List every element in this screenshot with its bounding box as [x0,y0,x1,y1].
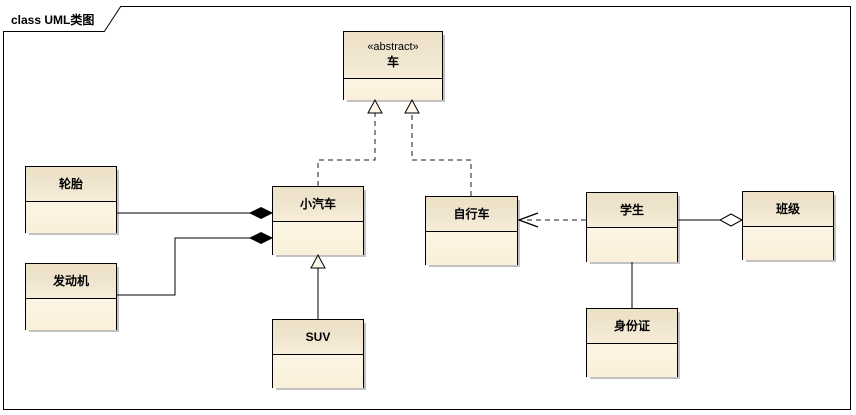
class-box-xuesheng[interactable]: 学生 [586,192,678,262]
class-stereotype-che: «abstract» [367,41,419,53]
class-box-luntai[interactable]: 轮胎 [25,166,117,233]
class-header-shenfenzheng: 身份证 [587,309,677,344]
class-box-zixingche[interactable]: 自行车 [425,196,518,265]
class-name-xiaoqiche: 小汽车 [299,197,336,211]
class-box-shenfenzheng[interactable]: 身份证 [586,308,678,377]
class-name-fadongji: 发动机 [52,274,89,288]
class-name-shenfenzheng: 身份证 [613,319,650,333]
page-title: class UML类图 [11,13,95,27]
class-box-suv[interactable]: SUV [272,319,364,388]
class-name-banji: 班级 [775,202,800,216]
class-header-xuesheng: 学生 [587,193,677,228]
class-name-zixingche: 自行车 [453,207,490,221]
class-box-banji[interactable]: 班级 [742,191,834,260]
class-name-luntai: 轮胎 [58,177,83,191]
class-box-fadongji[interactable]: 发动机 [25,263,117,330]
class-box-che[interactable]: «abstract» 车 [343,31,443,100]
class-header-luntai: 轮胎 [26,167,116,202]
class-name-suv: SUV [305,330,331,344]
class-attributes-suv [273,355,363,388]
class-attributes-xuesheng [587,228,677,262]
class-header-xiaoqiche: 小汽车 [273,187,363,222]
class-attributes-fadongji [26,299,116,330]
class-attributes-banji [743,227,833,260]
class-attributes-shenfenzheng [587,344,677,377]
class-header-banji: 班级 [743,192,833,227]
class-attributes-zixingche [426,232,517,265]
class-attributes-che [344,79,442,100]
class-header-zixingche: 自行车 [426,197,517,232]
class-header-fadongji: 发动机 [26,264,116,299]
class-header-suv: SUV [273,320,363,355]
class-name-che: 车 [386,55,399,69]
class-name-xuesheng: 学生 [619,203,644,217]
class-attributes-xiaoqiche [273,222,363,255]
diagram-frame [3,6,851,410]
class-attributes-luntai [26,202,116,233]
class-box-xiaoqiche[interactable]: 小汽车 [272,186,364,255]
class-header-che: «abstract» 车 [344,32,442,79]
